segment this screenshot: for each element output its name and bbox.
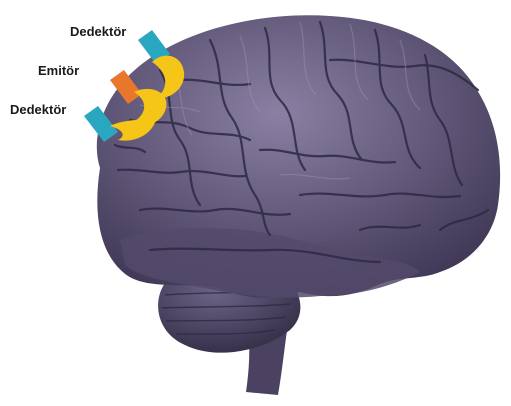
detector-bottom-label: Dedektör xyxy=(10,102,66,117)
emitter-label: Emitör xyxy=(38,63,79,78)
detector-top-label: Dedektör xyxy=(70,24,126,39)
